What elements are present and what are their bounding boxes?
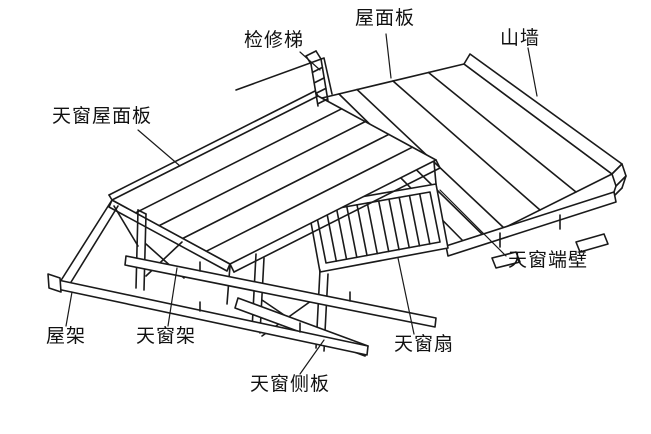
label-skylight-side-board: 天窗侧板 <box>250 374 331 395</box>
label-skylight-end-wall: 天窗端壁 <box>508 250 589 271</box>
label-roof-truss: 屋架 <box>46 326 87 347</box>
maintenance-ladder-drawing <box>305 50 329 107</box>
label-maintenance-ladder: 检修梯 <box>244 30 305 51</box>
far-roof-ridge <box>235 57 333 95</box>
main-roof-panels <box>321 63 613 247</box>
right-eave-beam <box>445 191 617 269</box>
leader-lines <box>65 33 538 375</box>
gable-wall-band <box>463 53 627 199</box>
label-gable-wall: 山墙 <box>500 28 541 49</box>
roof-truss-beams <box>47 199 437 356</box>
label-skylight-sash: 天窗扇 <box>394 334 455 355</box>
skylight-roof-panels <box>108 90 441 273</box>
label-skylight-roof-panel: 天窗屋面板 <box>52 106 153 127</box>
label-skylight-frame: 天窗架 <box>136 326 197 347</box>
label-roof-panel: 屋面板 <box>355 8 416 29</box>
